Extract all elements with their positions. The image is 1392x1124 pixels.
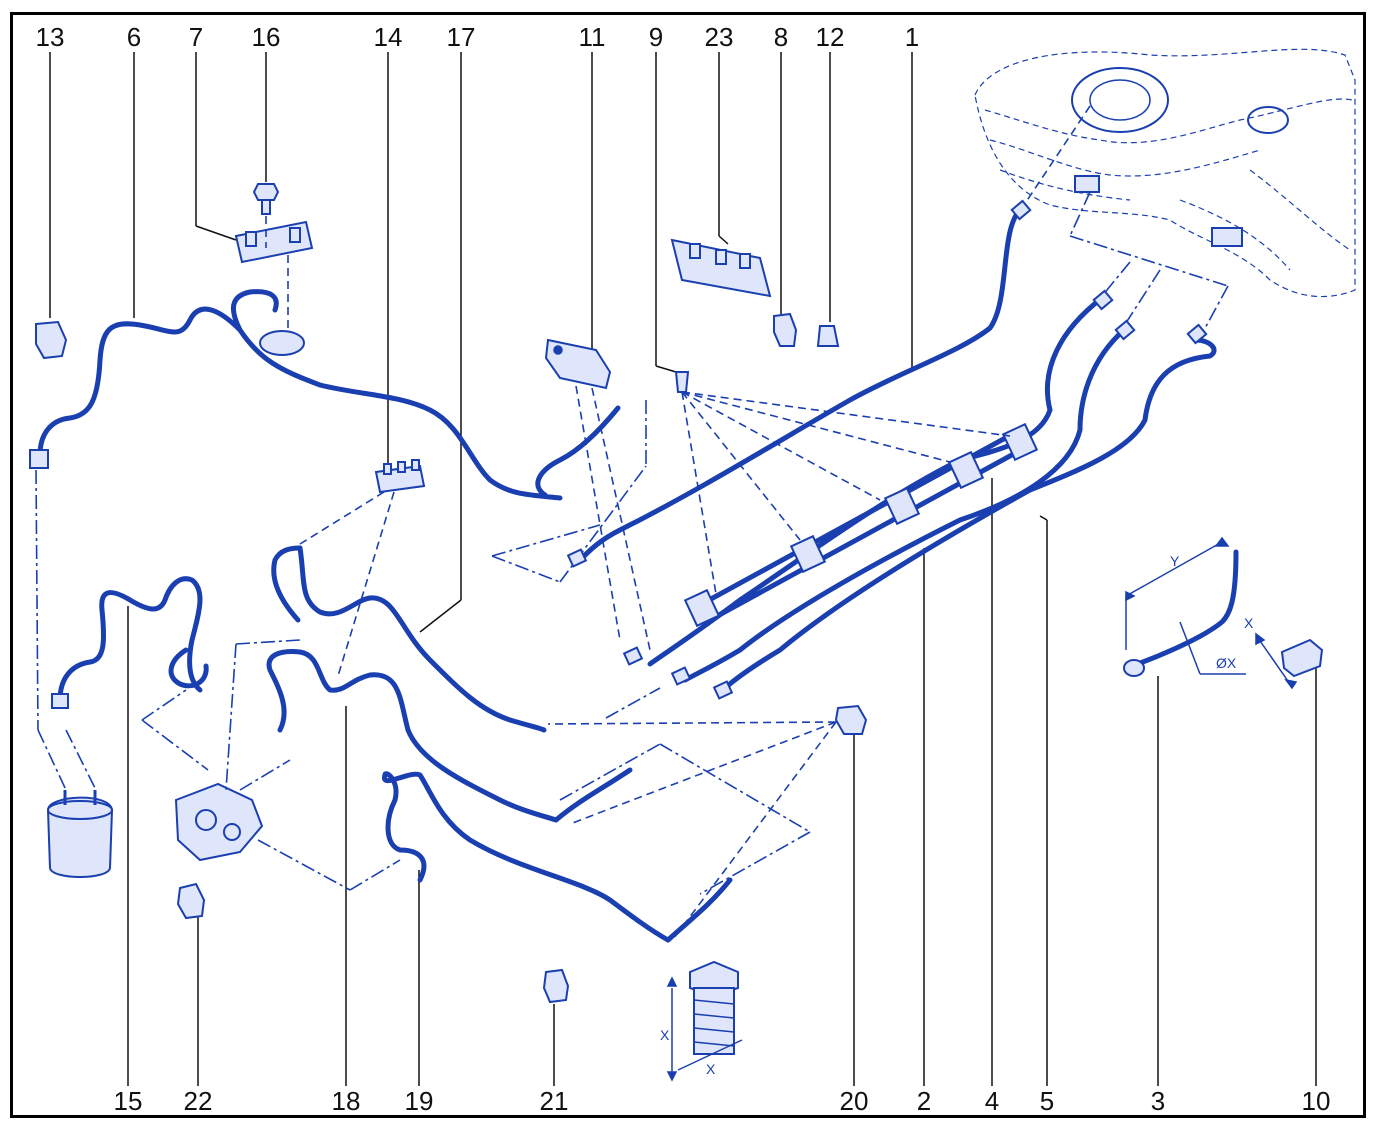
callout-5: 5 [1040,1086,1054,1116]
clip-9 [674,371,690,393]
clip-11 [544,338,612,390]
callout-1: 1 [905,22,919,52]
callout-21: 21 [540,1086,569,1116]
pipe-3-detail: Y ØX [1123,536,1246,677]
pipe-2 [647,295,1105,667]
clip-14 [374,459,426,494]
pipe-17 [271,545,547,733]
callout-4: 4 [985,1086,999,1116]
callout-6: 6 [127,22,141,52]
clip-13 [35,320,68,360]
dim-bolt-width: X [706,1061,716,1077]
callout-8: 8 [774,22,788,52]
clip-21 [542,968,570,1004]
callout-17: 17 [447,22,476,52]
clip-9-dashed-leaders [681,391,1011,595]
bracket-7 [234,220,314,264]
callout-15: 15 [114,1086,143,1116]
callout-13: 13 [36,22,65,52]
callout-19: 19 [405,1086,434,1116]
left-dashdot-links [35,469,401,891]
bottom-callouts: 15 22 18 19 21 20 2 4 5 3 10 [114,1086,1331,1116]
top-callouts: 13 6 7 16 14 17 11 9 23 8 12 1 [36,22,920,52]
fuel-tank [974,48,1356,298]
callout-22: 22 [184,1086,213,1116]
callout-18: 18 [332,1086,361,1116]
pipe-1 [577,207,1023,563]
pipe-end-nuts [566,199,1208,700]
clip-20-links [547,687,837,939]
dim-union-size: X [1244,615,1254,631]
callout-12: 12 [816,22,845,52]
callout-23: 23 [705,22,734,52]
injection-pump [174,782,264,862]
union-10: X [1244,615,1324,690]
leader-lines [49,52,1317,1086]
pipe-19 [382,771,733,943]
clip-20 [834,704,868,735]
pipe-4 [682,327,1127,683]
sleeve-22 [176,882,206,920]
fuel-filter [46,790,114,878]
bolt-detail: X X [660,960,743,1082]
callout-16: 16 [252,22,281,52]
callout-7: 7 [189,22,203,52]
pipe-clips [683,422,1039,628]
callout-2: 2 [917,1086,931,1116]
dim-pipe-diameter: ØX [1216,655,1237,671]
pipe-5 [722,337,1217,691]
callout-11: 11 [579,22,606,52]
callout-3: 3 [1151,1086,1165,1116]
main-pipes [577,207,1217,691]
diagram-frame [10,12,1366,1118]
callout-20: 20 [840,1086,869,1116]
clip-23 [670,238,772,298]
pipe-18 [266,649,633,823]
tank-dashed-links [1021,105,1229,331]
clip-8 [773,312,798,347]
callout-9: 9 [649,22,663,52]
dim-bolt-length: X [660,1027,670,1043]
bolt-16 [252,183,280,215]
pipe-6-assembly [29,289,563,501]
clip-12 [816,325,840,347]
dim-pipe-length: Y [1170,553,1180,569]
callout-14: 14 [374,22,403,52]
pipe-15 [51,576,209,709]
callout-10: 10 [1302,1086,1331,1116]
